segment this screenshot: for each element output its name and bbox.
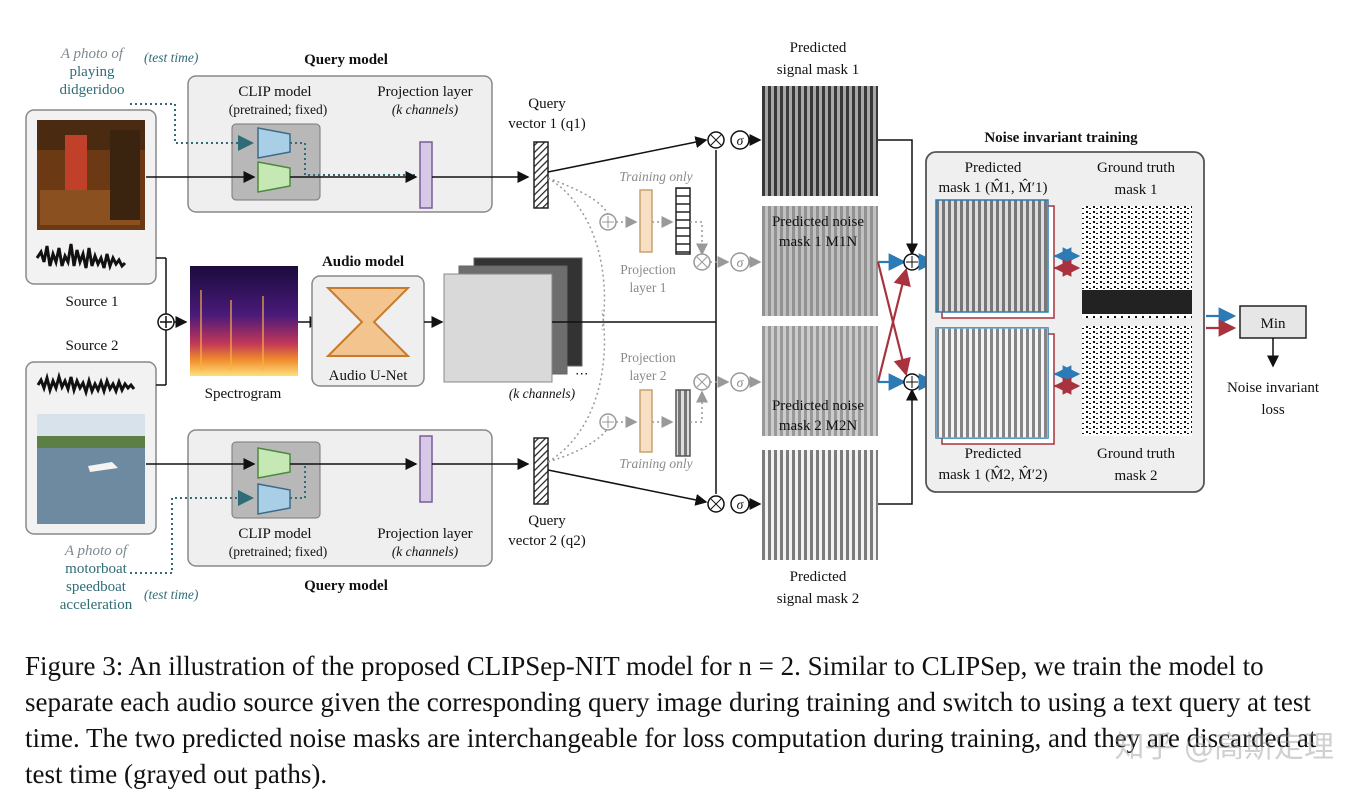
svg-text:σ: σ bbox=[737, 133, 745, 148]
source-2-label: Source 2 bbox=[66, 338, 119, 354]
pred-noise-mask-1-line2: mask 1 M1N bbox=[779, 234, 858, 250]
audio-unet-icon bbox=[325, 287, 411, 357]
clipsep-nit-diagram: A photo of playing didgeridoo (test time… bbox=[25, 40, 1320, 613]
projection-layer-1 bbox=[419, 141, 433, 209]
projection-layer-label-2: Projection layer bbox=[377, 526, 472, 542]
query-model-title-2: Query model bbox=[304, 578, 388, 594]
pred-noise-mask-1-line1: Predicted noise bbox=[772, 214, 864, 230]
nit-title: Noise invariant training bbox=[984, 130, 1138, 146]
query-vector-2-line1: Query bbox=[528, 513, 566, 529]
source-1-label: Source 1 bbox=[66, 294, 119, 310]
test-time-label-1: (test time) bbox=[144, 50, 199, 65]
pred-mask-2-line2: mask 1 (M̂2, M̂′2) bbox=[938, 466, 1047, 483]
pred-mask-1-line1: Predicted bbox=[965, 160, 1022, 176]
pred-mask-2-image bbox=[935, 327, 1049, 439]
query-text-1-line2: playing bbox=[70, 64, 115, 80]
query-text-2-line1: A photo of bbox=[64, 543, 129, 559]
feature-stack-front bbox=[443, 273, 553, 383]
clip-text-encoder-2 bbox=[257, 483, 291, 515]
pred-mask-1-line2: mask 1 (M̂1, M̂′1) bbox=[938, 179, 1047, 196]
query-vector-1 bbox=[533, 141, 549, 209]
training-only-label-2: Training only bbox=[619, 456, 692, 471]
proj-layer-2-line1: Projection bbox=[620, 350, 676, 365]
query-model-title-1: Query model bbox=[304, 52, 388, 68]
gt-mask-2-line2: mask 2 bbox=[1115, 468, 1158, 484]
svg-text:σ: σ bbox=[737, 255, 745, 270]
query-text-2-line2: motorboat bbox=[65, 561, 127, 577]
audio-model-title: Audio model bbox=[322, 254, 404, 270]
projection-layer-2 bbox=[419, 435, 433, 503]
spectrogram-image bbox=[190, 266, 298, 376]
pred-signal-mask-1-line2: signal mask 1 bbox=[777, 62, 860, 78]
clip-sub-label-1: (pretrained; fixed) bbox=[229, 102, 328, 117]
proj-layer-1-line1: Projection bbox=[620, 262, 676, 277]
projection-sub-label-1: (k channels) bbox=[392, 102, 459, 117]
loss-line2: loss bbox=[1261, 402, 1285, 418]
clip-text-encoder-1 bbox=[257, 127, 291, 159]
clip-image-encoder-2 bbox=[257, 447, 291, 479]
training-only-label-1: Training only bbox=[619, 169, 692, 184]
gt-mask-2-line1: Ground truth bbox=[1097, 446, 1175, 462]
noise-query-vector-1 bbox=[675, 187, 691, 255]
query-text-2-line4: acceleration bbox=[60, 597, 133, 613]
projection-sub-label-2: (k channels) bbox=[392, 544, 459, 559]
query-vector-1-line1: Query bbox=[528, 96, 566, 112]
query-vector-2 bbox=[533, 437, 549, 505]
query-text-2-line3: speedboat bbox=[66, 579, 127, 595]
svg-text:⋯: ⋯ bbox=[575, 366, 589, 381]
clip-sub-label-2: (pretrained; fixed) bbox=[229, 544, 328, 559]
clip-model-label-1: CLIP model bbox=[238, 84, 311, 100]
min-label: Min bbox=[1260, 316, 1286, 332]
pred-signal-mask-2-line1: Predicted bbox=[790, 569, 847, 585]
noise-projection-layer-2 bbox=[639, 389, 653, 453]
gt-mask-2-image bbox=[1082, 326, 1192, 436]
k-channels-label: (k channels) bbox=[509, 386, 576, 401]
proj-layer-2-line2: layer 2 bbox=[629, 368, 666, 383]
source-2-waveform bbox=[36, 371, 136, 398]
figure-caption: Figure 3: An illustration of the propose… bbox=[25, 651, 1317, 789]
pred-mask-2-line1: Predicted bbox=[965, 446, 1022, 462]
proj-layer-1-line2: layer 1 bbox=[629, 280, 666, 295]
pred-noise-mask-2-line2: mask 2 M2N bbox=[779, 418, 858, 434]
query-vector-2-line2: vector 2 (q2) bbox=[508, 533, 585, 549]
audio-unet-label: Audio U-Net bbox=[329, 368, 409, 384]
svg-text:σ: σ bbox=[737, 497, 745, 512]
pred-signal-mask-2-line2: signal mask 2 bbox=[777, 591, 860, 607]
pred-signal-mask-1-image bbox=[762, 86, 878, 196]
watermark: 知乎 @高斯定理 bbox=[1114, 730, 1334, 765]
clip-image-encoder-1 bbox=[257, 161, 291, 193]
spectrogram-label: Spectrogram bbox=[205, 386, 282, 402]
query-vector-1-line2: vector 1 (q1) bbox=[508, 116, 585, 132]
noise-query-vector-2 bbox=[675, 389, 691, 457]
pred-mask-1-image bbox=[935, 199, 1049, 313]
clip-model-label-2: CLIP model bbox=[238, 526, 311, 542]
query-text-1-line1: A photo of bbox=[60, 46, 125, 62]
gt-mask-1-line1: Ground truth bbox=[1097, 160, 1175, 176]
gt-mask-1-line2: mask 1 bbox=[1115, 182, 1158, 198]
query-text-1-line3: didgeridoo bbox=[60, 82, 125, 98]
pred-noise-mask-2-line1: Predicted noise bbox=[772, 398, 864, 414]
min-box bbox=[1239, 305, 1307, 339]
test-time-label-2: (test time) bbox=[144, 587, 199, 602]
loss-line1: Noise invariant bbox=[1227, 380, 1320, 396]
pred-signal-mask-2-image bbox=[762, 450, 878, 560]
svg-text:σ: σ bbox=[737, 375, 745, 390]
source-1-waveform bbox=[35, 243, 127, 272]
noise-projection-layer-1 bbox=[639, 189, 653, 253]
pred-signal-mask-1-line1: Predicted bbox=[790, 40, 847, 56]
projection-layer-label-1: Projection layer bbox=[377, 84, 472, 100]
